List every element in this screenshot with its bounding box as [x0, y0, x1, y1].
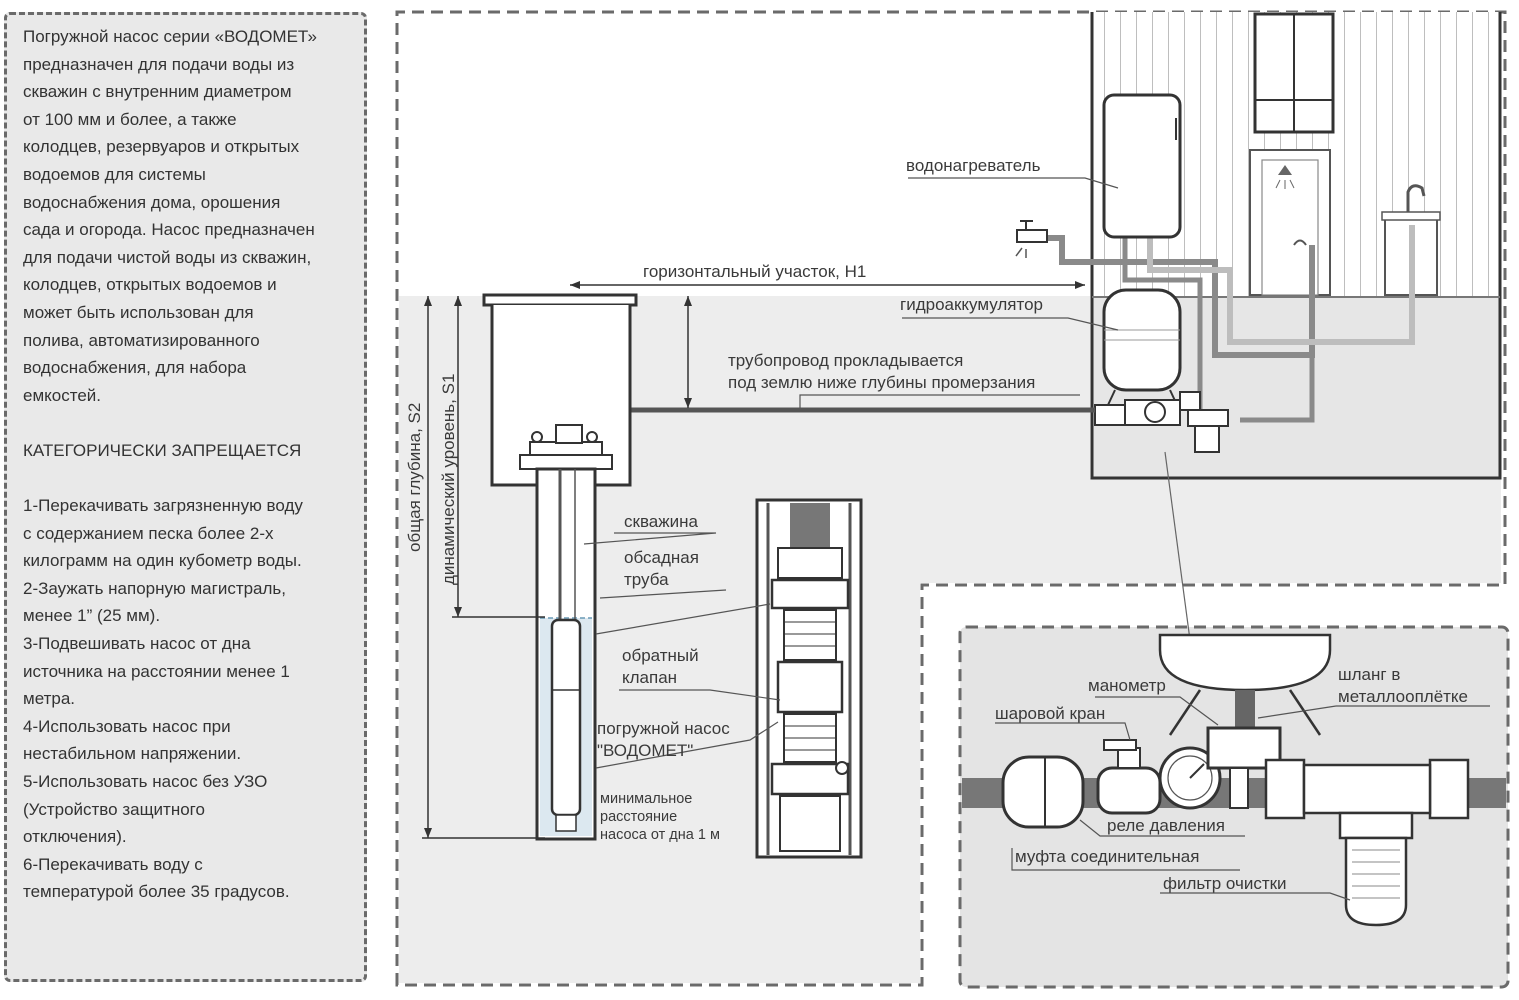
label-casing-2: труба [624, 570, 669, 589]
label-accumulator: гидроаккумулятор [900, 295, 1043, 314]
rule-4: 4-Использовать насос при нестабильном на… [23, 716, 242, 764]
label-total-depth: общая глубина, S2 [405, 403, 424, 552]
label-hose-1: шланг в [1338, 665, 1400, 684]
well-detail [755, 498, 863, 859]
rule-5: 5-Использовать насос без УЗО (Устройство… [23, 772, 268, 847]
dimension-arrows [424, 281, 1085, 838]
label-coupling: муфта соединительная [1015, 847, 1199, 866]
well-shaft [535, 467, 597, 841]
dimension-lines [422, 284, 1085, 839]
rule-3: 3-Подвешивать насос от дна источника на … [23, 634, 290, 709]
label-dynamic-level: динамический уровень, S1 [439, 374, 458, 585]
leader-lines [583, 177, 1490, 901]
outdoor-tap [1015, 220, 1048, 258]
well-box [482, 293, 638, 487]
label-ball-valve: шаровой кран [995, 704, 1105, 723]
label-pipeline-2: под землю ниже глубины промерзания [728, 373, 1035, 392]
label-pump-2: "ВОДОМЕТ" [597, 741, 693, 760]
detail-leader [1164, 451, 1191, 641]
label-well: скважина [624, 512, 698, 531]
label-min-dist-1: минимальное [600, 791, 692, 807]
label-min-dist-2: расстояние [600, 809, 677, 825]
label-pipeline-1: трубопровод прокладывается [728, 351, 963, 370]
water-heater [1102, 93, 1182, 239]
prohibited-title: КАТЕГОРИЧЕСКИ ЗАПРЕЩАЕТСЯ [23, 440, 302, 460]
rule-2: 2-Заужать напорную магистраль, менее 1” … [23, 578, 287, 626]
house-pipes [1040, 225, 1415, 423]
label-min-dist-3: насоса от дна 1 м [600, 827, 720, 843]
label-pump-1: погружной насос [597, 719, 730, 738]
ground-area [399, 296, 1501, 983]
main-frame [395, 10, 1507, 987]
label-hose-2: металлооплётке [1338, 687, 1468, 706]
label-pressure-relay: реле давления [1107, 816, 1225, 835]
label-horizontal-section: горизонтальный участок, H1 [643, 262, 866, 281]
rule-6: 6-Перекачивать воду с температурой более… [23, 854, 290, 902]
label-water-heater: водонагреватель [906, 156, 1041, 175]
detail-view [962, 633, 1506, 927]
intro-text: Погружной насос серии «ВОДОМЕТ» предназн… [23, 27, 318, 405]
info-panel: Погружной насос серии «ВОДОМЕТ» предназн… [4, 12, 367, 982]
pump-group [1094, 391, 1229, 453]
info-text: Погружной насос серии «ВОДОМЕТ» предназн… [23, 23, 363, 906]
label-check-valve-1: обратный [622, 646, 699, 665]
rule-1: 1-Перекачивать загрязненную воду с содер… [23, 496, 303, 571]
hydro-accumulator [1102, 288, 1182, 406]
label-casing-1: обсадная [624, 548, 699, 567]
label-filter: фильтр очистки [1163, 874, 1287, 893]
label-check-valve-2: клапан [622, 668, 677, 687]
label-manometer: манометр [1088, 676, 1166, 695]
